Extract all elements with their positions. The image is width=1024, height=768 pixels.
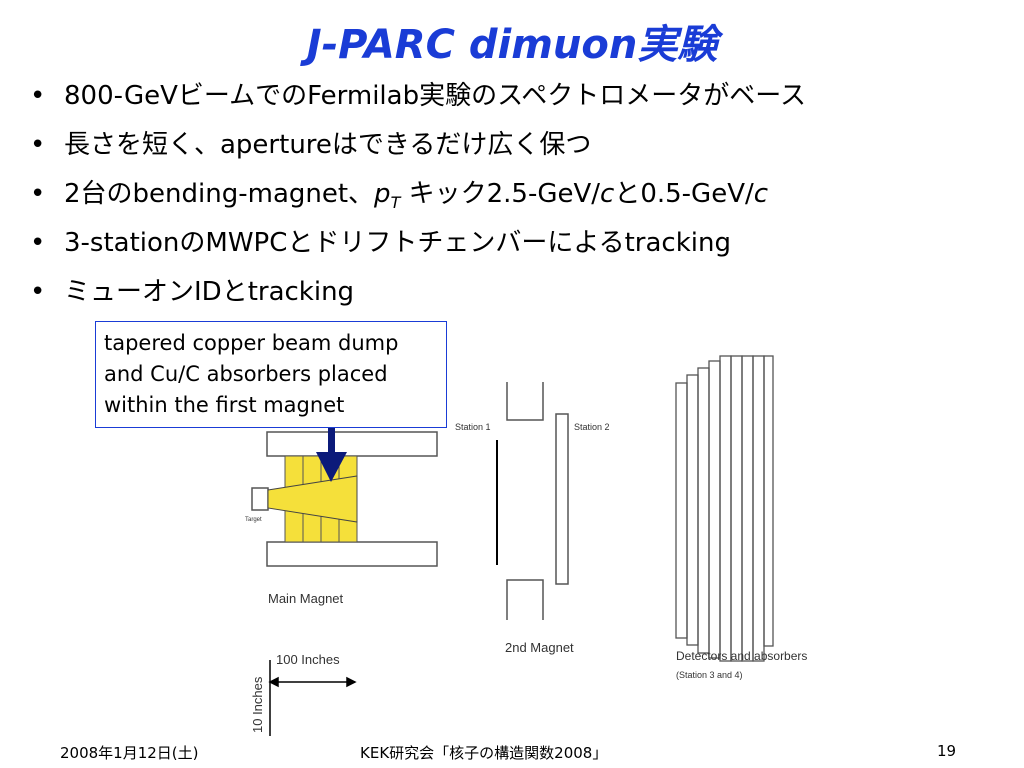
bullet-item: • ミューオンIDとtracking bbox=[30, 272, 1010, 321]
slide-title: J-PARC dimuon実験 bbox=[306, 22, 718, 68]
detectors-sublabel: (Station 3 and 4) bbox=[676, 670, 743, 680]
station2-label: Station 2 bbox=[574, 422, 610, 432]
c-symbol-2: c bbox=[753, 179, 769, 209]
second-magnet-label: 2nd Magnet bbox=[505, 640, 574, 655]
bullet-item: • 800-GeVビームでのFermilab実験のスペクトロメータがベース bbox=[30, 76, 1010, 125]
absorber-block bbox=[267, 455, 358, 543]
bullet-marker: • bbox=[30, 228, 46, 258]
footer-date: 2008年1月12日(土) bbox=[60, 744, 199, 762]
footer-page-number: 19 bbox=[937, 742, 957, 760]
callout-line: and Cu/C absorbers placed bbox=[104, 362, 388, 386]
absorber-callout: tapered copper beam dump and Cu/C absorb… bbox=[95, 321, 447, 428]
bullet-item: • 2台のbending-magnet、pT キック2.5-GeV/cと0.5-… bbox=[30, 174, 1010, 223]
callout-line: tapered copper beam dump bbox=[104, 331, 399, 355]
second-magnet bbox=[506, 382, 544, 620]
bullet-marker: • bbox=[30, 81, 46, 111]
scale-vertical-label: 10 Inches bbox=[250, 676, 265, 733]
c-symbol-1: c bbox=[600, 179, 615, 209]
detectors-label: Detectors and absorbers bbox=[676, 649, 807, 663]
bullet-item: • 長さを短く、apertureはできるだけ広く保つ bbox=[30, 125, 1010, 174]
bullet-marker: • bbox=[30, 179, 46, 209]
pt-symbol: p bbox=[374, 179, 391, 209]
bullet-text: ミューオンIDとtracking bbox=[64, 277, 355, 307]
detector-stack bbox=[675, 355, 774, 662]
bullet-text: 長さを短く、apertureはできるだけ広く保つ bbox=[64, 130, 592, 160]
arrow-icon bbox=[316, 414, 347, 482]
bullet-marker: • bbox=[30, 277, 46, 307]
station2-chamber bbox=[555, 413, 569, 585]
station1-label: Station 1 bbox=[455, 422, 491, 432]
bullet-text-kick1: キック2.5-GeV/ bbox=[400, 179, 601, 209]
bullet-text-kick2: と0.5-GeV/ bbox=[614, 179, 754, 209]
callout-line: within the first magnet bbox=[104, 393, 345, 417]
main-magnet-label: Main Magnet bbox=[268, 591, 344, 606]
footer-event: KEK研究会「核子の構造関数2008」 bbox=[360, 744, 608, 762]
bullet-list: • 800-GeVビームでのFermilab実験のスペクトロメータがベース • … bbox=[30, 76, 1010, 321]
bullet-item: • 3-stationのMWPCとドリフトチェンバーによるtracking bbox=[30, 223, 1010, 272]
bullet-marker: • bbox=[30, 130, 46, 160]
scale-bar bbox=[268, 660, 357, 736]
bullet-text: 3-stationのMWPCとドリフトチェンバーによるtracking bbox=[64, 228, 731, 258]
pt-subscript: T bbox=[390, 193, 401, 213]
bullet-text-pre: 2台のbending-magnet、 bbox=[64, 179, 375, 209]
target-label: Target bbox=[245, 517, 262, 523]
scale-horizontal-label: 100 Inches bbox=[276, 652, 340, 667]
bullet-text: 800-GeVビームでのFermilab実験のスペクトロメータがベース bbox=[64, 81, 806, 111]
